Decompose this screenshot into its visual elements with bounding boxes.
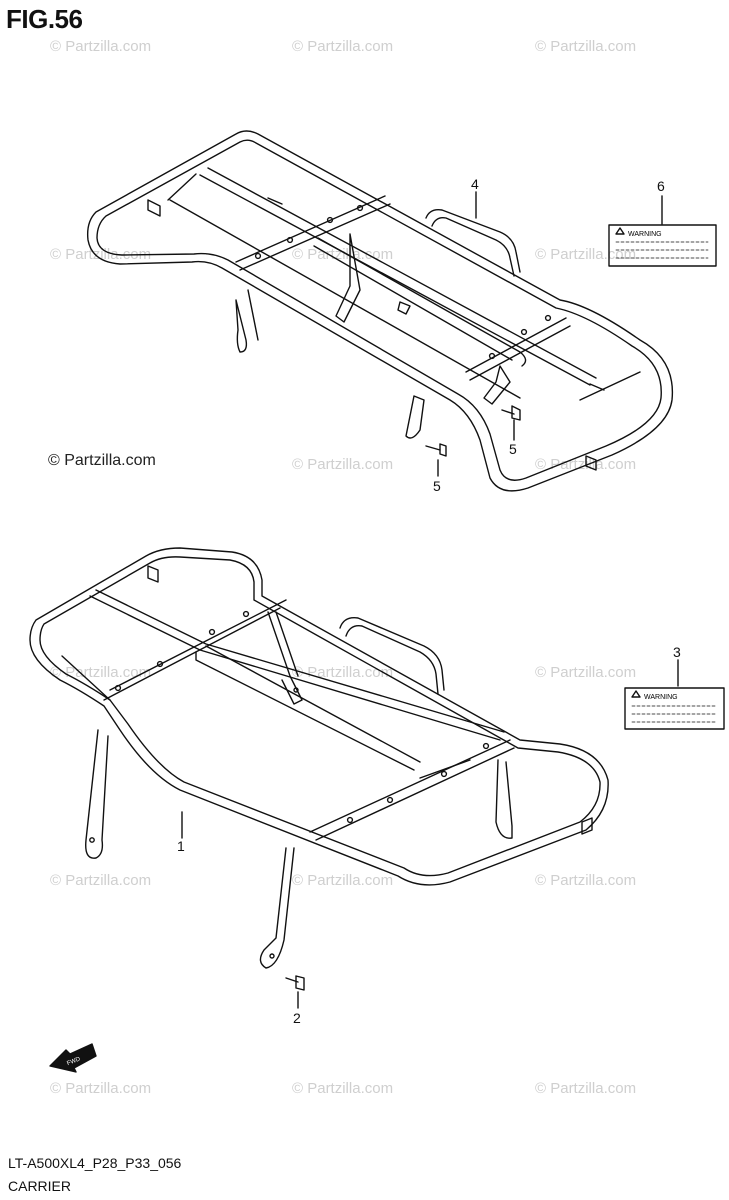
watermark: © Partzilla.com (292, 38, 394, 55)
watermark: © Partzilla.com (292, 872, 394, 889)
callout-bolt-front: 2 (293, 1010, 301, 1026)
watermark: © Partzilla.com (50, 246, 152, 263)
watermark: © Partzilla.com (50, 1080, 152, 1097)
bolt-part[interactable] (501, 405, 521, 421)
callout-rear-carrier: 4 (471, 176, 479, 192)
watermark: © Partzilla.com (535, 664, 637, 681)
callout-rear-label: 6 (657, 178, 665, 194)
figure-title: FIG.56 (6, 4, 83, 34)
callout-front-carrier: 1 (177, 838, 185, 854)
watermark: © Partzilla.com (535, 1080, 637, 1097)
watermark: © Partzilla.com (535, 872, 637, 889)
bolt-part[interactable] (425, 443, 447, 457)
watermark: © Partzilla.com (50, 38, 152, 55)
front-carrier-part[interactable] (29, 547, 609, 969)
rear-warning-text: WARNING (628, 231, 662, 238)
watermark: © Partzilla.com (535, 246, 637, 263)
watermark: © Partzilla.com (292, 456, 394, 473)
section-label: CARRIER (8, 1178, 72, 1194)
callout-front-label: 3 (673, 644, 681, 660)
fwd-text: FWD (66, 1056, 82, 1067)
rear-carrier-part[interactable] (86, 130, 674, 492)
watermark: © Partzilla.com (535, 38, 637, 55)
copyright-notice: © Partzilla.com (48, 452, 156, 469)
callout-bolt-rear-a: 5 (433, 478, 441, 494)
warning-label-part[interactable] (608, 224, 717, 267)
diagram-code: LT-A500XL4_P28_P33_056 (8, 1155, 182, 1171)
watermark: © Partzilla.com (292, 1080, 394, 1097)
front-warning-text: WARNING (644, 694, 678, 701)
watermark: © Partzilla.com (50, 872, 152, 889)
watermark: © Partzilla.com (292, 246, 394, 263)
callout-bolt-rear-b: 5 (509, 441, 517, 457)
bolt-part[interactable] (285, 975, 305, 991)
warning-label-part[interactable] (624, 687, 725, 730)
fwd-arrow-icon (49, 1043, 97, 1073)
